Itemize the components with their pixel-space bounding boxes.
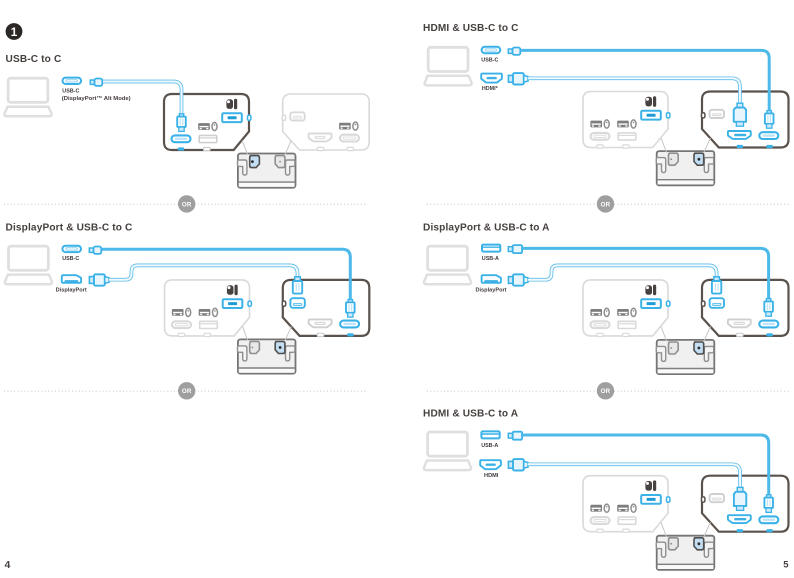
svg-text:DisplayPort: DisplayPort xyxy=(56,288,87,294)
svg-text:1: 1 xyxy=(11,25,18,39)
svg-text:HDMI: HDMI xyxy=(484,473,499,479)
svg-text:4: 4 xyxy=(5,559,11,571)
svg-text:OR: OR xyxy=(601,201,611,208)
svg-text:USB-C to C: USB-C to C xyxy=(6,54,62,65)
svg-text:DisplayPort & USB-C to C: DisplayPort & USB-C to C xyxy=(6,223,134,234)
svg-text:OR: OR xyxy=(182,388,192,395)
svg-text:DisplayPort: DisplayPort xyxy=(475,288,506,294)
svg-text:(DisplayPort™ Alt Mode): (DisplayPort™ Alt Mode) xyxy=(62,95,131,102)
svg-text:HDMI*: HDMI* xyxy=(482,86,499,92)
svg-text:HDMI & USB-C to C: HDMI & USB-C to C xyxy=(423,23,519,34)
svg-text:USB-A: USB-A xyxy=(481,443,498,449)
svg-text:USB-A: USB-A xyxy=(482,256,499,262)
svg-text:USB-C: USB-C xyxy=(62,89,79,95)
svg-text:HDMI & USB-C to A: HDMI & USB-C to A xyxy=(423,409,519,420)
svg-text:OR: OR xyxy=(182,201,192,208)
svg-text:DisplayPort & USB-C to A: DisplayPort & USB-C to A xyxy=(423,223,550,234)
svg-text:OR: OR xyxy=(601,388,611,395)
svg-text:5: 5 xyxy=(783,560,789,571)
svg-text:USB-C: USB-C xyxy=(62,256,79,262)
svg-text:USB-C: USB-C xyxy=(481,57,498,63)
